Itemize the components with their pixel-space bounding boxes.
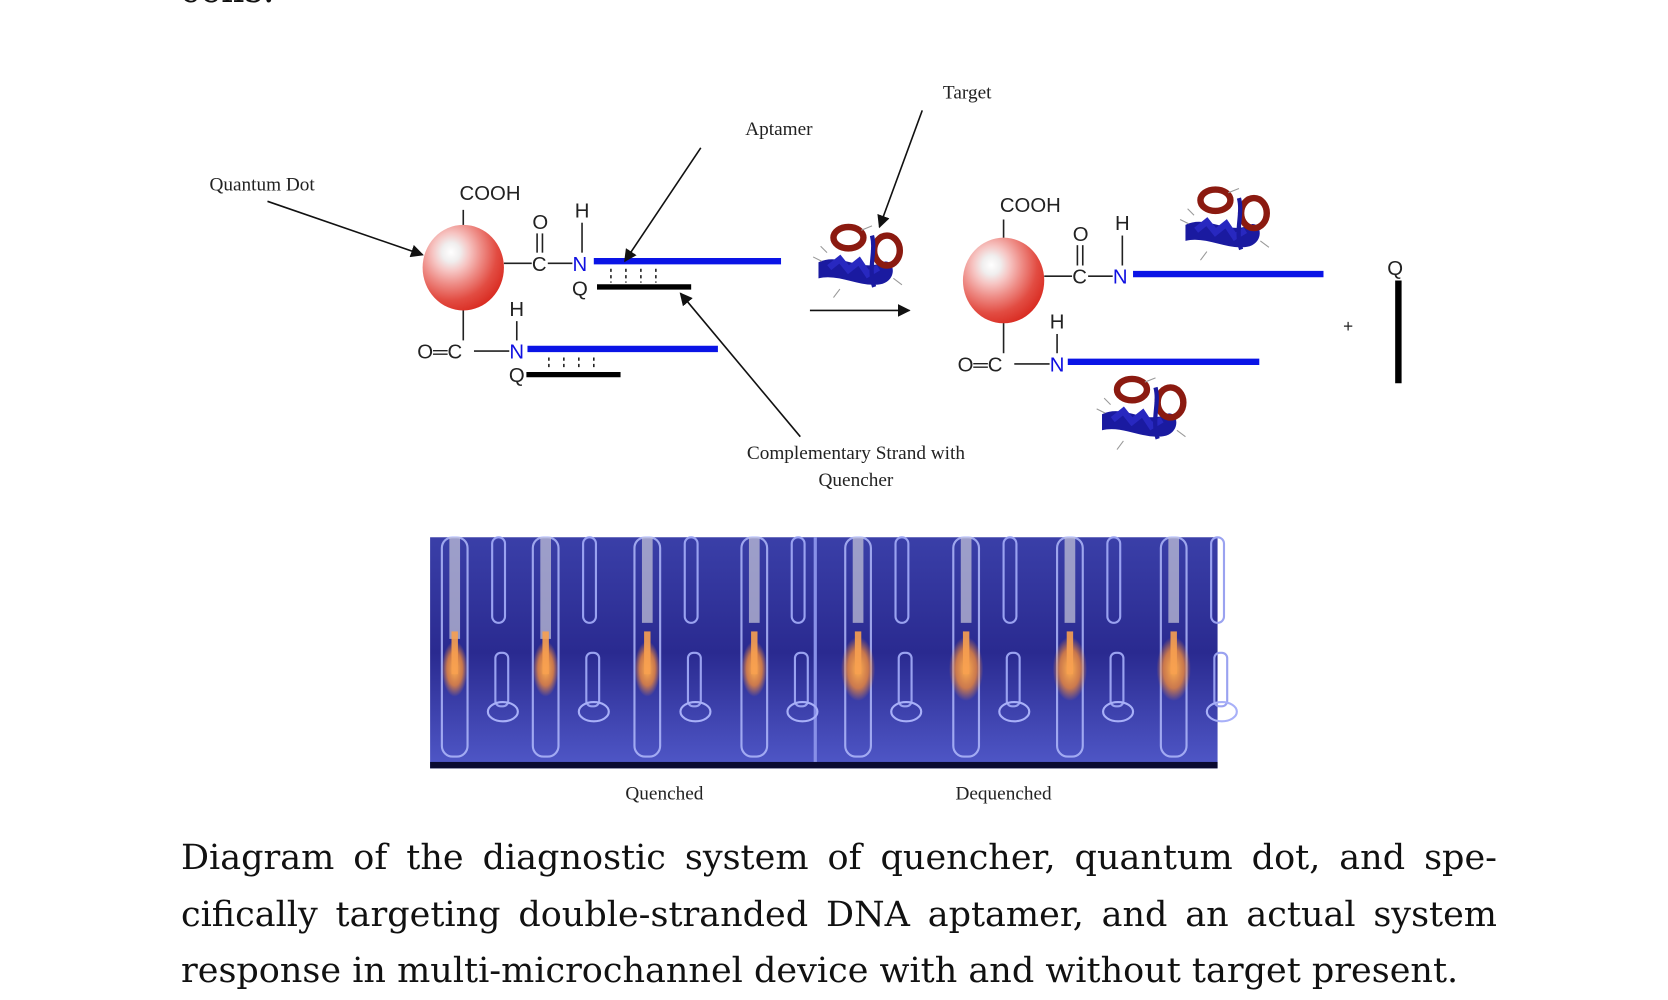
cooh-label: COOH (1000, 195, 1061, 217)
side-channel (1213, 651, 1229, 708)
channel-fill (960, 537, 972, 623)
c-label: C (1072, 267, 1087, 289)
fluorescence-core (1066, 631, 1074, 675)
reservoir (679, 700, 712, 723)
h-label: H (1050, 312, 1065, 334)
label-quantum-dot: Quantum Dot (209, 175, 315, 196)
h-label: H (509, 299, 524, 321)
target-protein-icon (813, 226, 902, 298)
q-label: Q (1387, 258, 1403, 280)
reservoir (998, 700, 1031, 723)
base-pair-dashes (548, 357, 595, 371)
reservoir (486, 700, 519, 723)
channel-fill (1064, 537, 1076, 623)
quantum-dot-right-assembly: COOH O C N H O═C N H (958, 195, 1324, 376)
q-label: Q (572, 278, 588, 300)
n-label: N (1113, 267, 1128, 289)
channel-fill (540, 537, 552, 639)
reservoir (786, 700, 819, 723)
label-complementary-strand: Complementary Strand with (747, 443, 966, 464)
n-label: N (1050, 354, 1065, 376)
side-channel (1109, 651, 1125, 708)
quantum-dot-sphere (422, 224, 504, 311)
fluorescence-core (542, 631, 549, 675)
fluorescence-core (751, 631, 758, 675)
figure-caption: Diagram of the diagnostic system of quen… (181, 838, 1497, 991)
arrow-complementary-strand (679, 292, 801, 438)
side-channel (897, 651, 913, 708)
plus-sign: + (1343, 317, 1353, 336)
bound-target-protein-icon (1180, 188, 1269, 260)
microchannel-device-photo (430, 536, 1238, 769)
quantum-dot-sphere (962, 237, 1045, 324)
arrow-quantum-dot (267, 200, 424, 258)
base-pair-dashes (610, 268, 657, 283)
fluorescence-core (962, 631, 970, 675)
reservoir (1102, 700, 1135, 723)
reservoir (890, 700, 923, 723)
side-channel (793, 651, 809, 708)
label-quenched: Quenched (625, 783, 703, 804)
side-channel (1106, 536, 1122, 624)
q-label: Q (509, 365, 525, 387)
oc-label: O═C (958, 354, 1003, 376)
fluorescence-core (1170, 631, 1177, 675)
bound-target-protein-icon (1097, 378, 1186, 450)
side-channel (491, 536, 507, 624)
fluorescence-core (854, 631, 862, 675)
preceding-text-fragment: cells. (180, 0, 274, 11)
channel-fill (641, 537, 653, 623)
label-dequenched: Dequenched (955, 783, 1052, 804)
channel-fill (1168, 537, 1180, 623)
side-channel (1002, 536, 1018, 624)
cooh-label: COOH (460, 183, 521, 205)
fluorescence-core (451, 631, 458, 675)
n-label: N (509, 342, 524, 364)
h-label: H (1115, 213, 1130, 235)
o-label: O (532, 212, 548, 234)
c-label: C (532, 254, 547, 276)
side-channel (686, 651, 702, 708)
reservoir (1205, 700, 1238, 723)
side-channel (585, 651, 601, 708)
side-channel (494, 651, 510, 708)
h-label: H (575, 200, 590, 222)
side-channel (1210, 536, 1226, 624)
oc-label: O═C (417, 342, 462, 364)
side-channel (683, 536, 699, 624)
channel-fill (748, 537, 760, 623)
arrow-aptamer (624, 147, 702, 263)
side-channel (582, 536, 598, 624)
side-channel (790, 536, 806, 624)
arrow-target (877, 110, 924, 229)
label-aptamer: Aptamer (745, 119, 813, 140)
o-label: O (1073, 224, 1089, 246)
quantum-dot-left-assembly: COOH O C N H Q O═C N H Q (417, 183, 782, 387)
label-target: Target (943, 83, 992, 104)
label-complementary-strand-line2: Quencher (819, 470, 894, 491)
channel-fill (852, 537, 864, 623)
reservoir (577, 700, 610, 723)
side-channel (894, 536, 910, 624)
n-label: N (573, 254, 588, 276)
fluorescence-core (644, 631, 651, 675)
side-channel (1005, 651, 1021, 708)
channel-fill (449, 537, 461, 639)
